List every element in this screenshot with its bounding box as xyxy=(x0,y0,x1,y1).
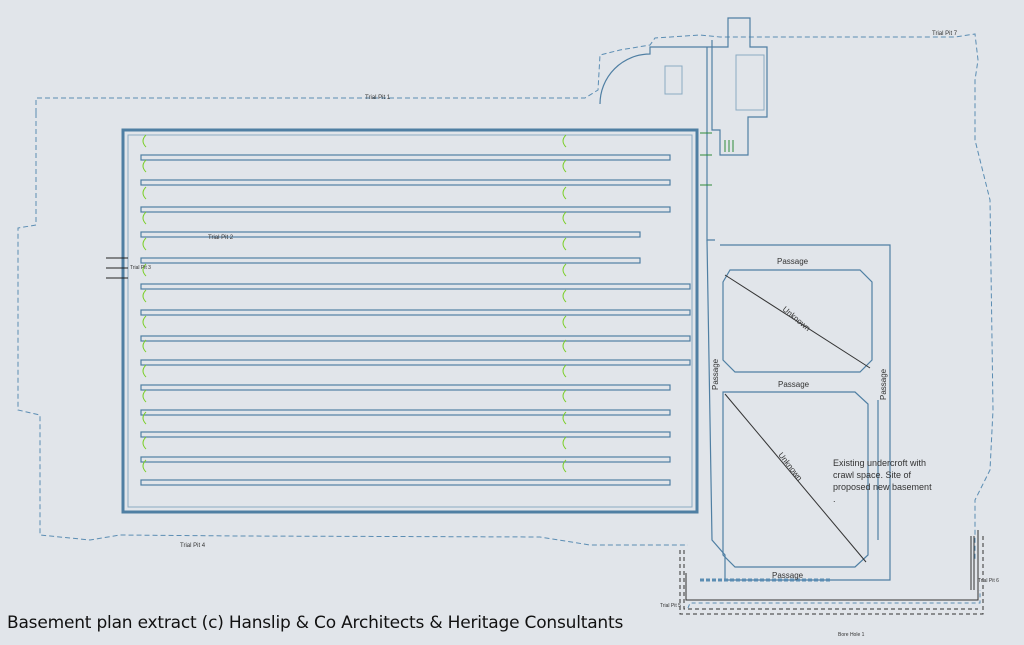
unknown-room-1 xyxy=(722,269,873,373)
door-swing xyxy=(142,237,147,251)
corridor-wall xyxy=(140,206,671,213)
main-building-outline xyxy=(121,128,699,514)
passage-label: Passage xyxy=(711,358,720,390)
corridor-wall xyxy=(140,479,671,486)
trial-pit-1-label: Trial Pit 1 xyxy=(365,95,391,101)
passage-label: Passage xyxy=(778,380,810,389)
passage-label: Passage xyxy=(777,257,809,266)
door-swing xyxy=(142,134,147,148)
door-swing xyxy=(562,211,567,225)
door-swing xyxy=(142,459,147,473)
corridor-wall xyxy=(140,384,671,391)
corridor-wall xyxy=(140,179,671,186)
unknown-label: Unknown xyxy=(781,305,812,333)
trial-pit-5-label: Trial Pit 5 xyxy=(660,603,681,609)
door-swing xyxy=(142,211,147,225)
undercroft-note: Existing undercroft with crawl space. Si… xyxy=(833,458,932,504)
door-swing xyxy=(142,159,147,173)
corridor-wall xyxy=(140,309,691,316)
corridor-wall xyxy=(140,456,671,463)
unknown-room-2 xyxy=(722,391,869,568)
door-swing xyxy=(562,289,567,303)
corridor-wall xyxy=(140,257,641,264)
trial-pit-3-label: Trial Pit 3 xyxy=(130,265,151,271)
corridor-wall xyxy=(140,154,671,161)
door-swing xyxy=(562,459,567,473)
door-swing xyxy=(562,364,567,378)
unknown-label: Unknown xyxy=(776,451,804,483)
door-swing xyxy=(142,364,147,378)
door-swing xyxy=(142,389,147,403)
door-swing xyxy=(562,237,567,251)
corridor-wall xyxy=(140,283,691,290)
door-swing xyxy=(142,263,147,277)
corridor-wall xyxy=(140,359,691,366)
door-swing xyxy=(562,315,567,329)
door-swing xyxy=(562,339,567,353)
passage-label: Passage xyxy=(879,368,888,400)
trial-pit-2-label: Trial Pit 2 xyxy=(208,235,234,241)
corridor-wall xyxy=(140,335,691,342)
trial-pit-4-label: Trial Pit 4 xyxy=(180,543,206,549)
corridor-wall xyxy=(140,231,641,238)
corridor-wall xyxy=(140,409,671,416)
trial-pit-7-label: Trial Pit 7 xyxy=(932,31,958,37)
door-swing xyxy=(142,315,147,329)
corridor-wall xyxy=(140,431,671,438)
door-swing xyxy=(142,289,147,303)
door-swing xyxy=(562,186,567,200)
door-swing xyxy=(142,411,147,425)
caption: Basement plan extract (c) Hanslip & Co A… xyxy=(7,613,624,633)
door-swing xyxy=(562,389,567,403)
door-swing xyxy=(142,186,147,200)
door-swing xyxy=(142,436,147,450)
door-swing xyxy=(562,436,567,450)
passage-label: Passage xyxy=(772,571,804,580)
door-swing xyxy=(562,159,567,173)
door-swing xyxy=(562,411,567,425)
site-boundary xyxy=(17,33,994,560)
trial-pit-6-label: Trial Pit 6 xyxy=(978,578,999,584)
bore-hole-label: Bore Hole 1 xyxy=(838,632,865,638)
door-swing xyxy=(142,339,147,353)
door-swing xyxy=(562,134,567,148)
door-swing xyxy=(562,263,567,277)
